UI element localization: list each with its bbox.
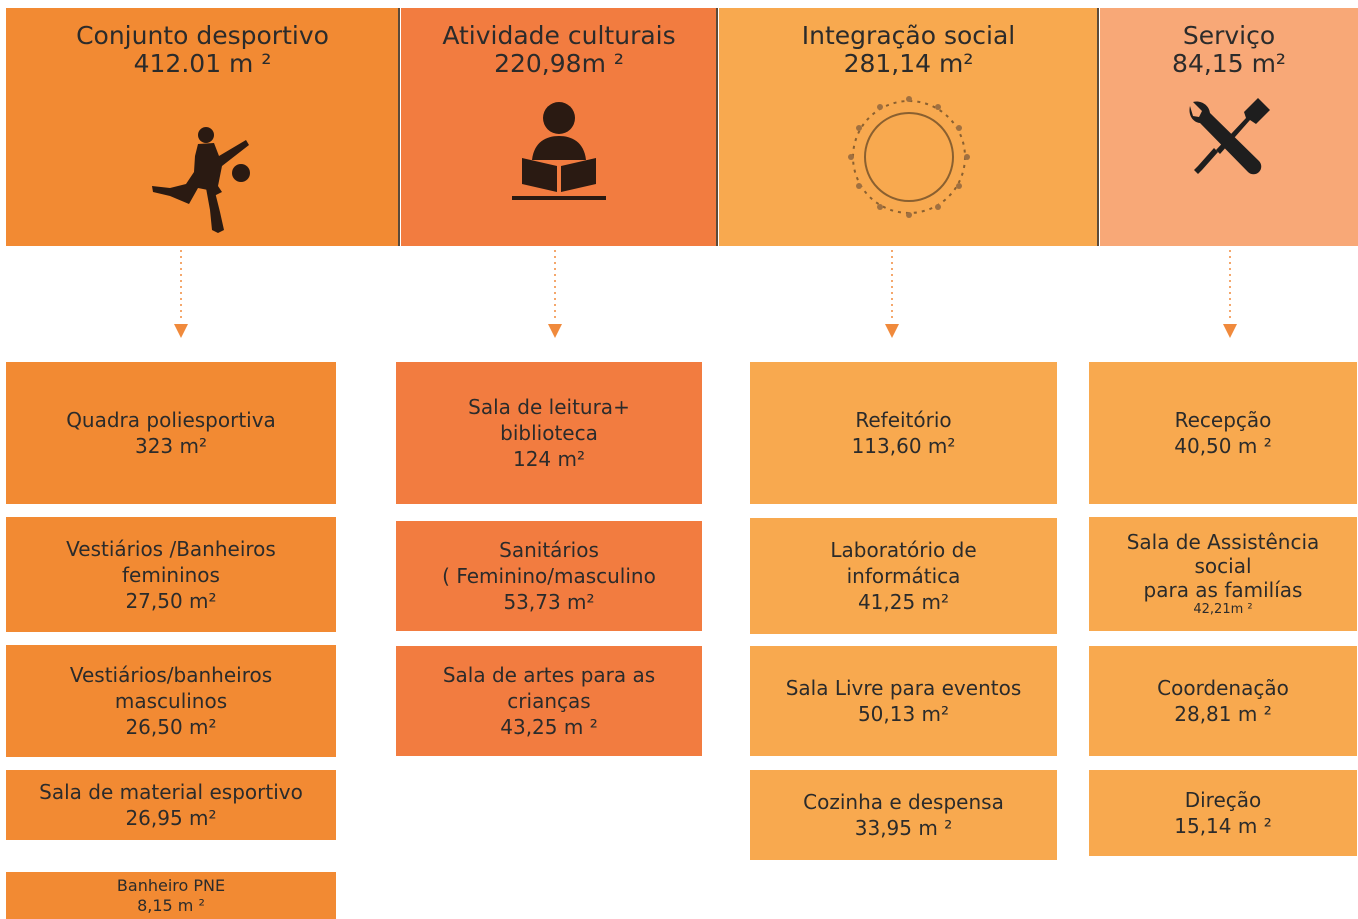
room-box: Sala de material esportivo 26,95 m² bbox=[6, 770, 336, 840]
room-area: 8,15 m ² bbox=[137, 895, 205, 915]
room-name: Refeitório bbox=[855, 408, 952, 432]
room-name: informática bbox=[846, 564, 961, 588]
room-name: Quadra poliesportiva bbox=[66, 408, 276, 432]
room-area: 15,14 m ² bbox=[1174, 814, 1272, 838]
room-box: Sala de artes para as crianças 43,25 m ² bbox=[396, 646, 702, 756]
room-box: Sala de leitura+ biblioteca 124 m² bbox=[396, 362, 702, 504]
room-box: Quadra poliesportiva 323 m² bbox=[6, 362, 336, 504]
room-name: Sala de material esportivo bbox=[39, 780, 303, 804]
header-integracao-social: Integração social 281,14 m² bbox=[719, 8, 1098, 246]
room-name: Cozinha e despensa bbox=[803, 790, 1004, 814]
room-box: Banheiro PNE 8,15 m ² bbox=[6, 872, 336, 919]
room-area: 26,50 m² bbox=[125, 715, 217, 739]
header-area: 412.01 m ² bbox=[133, 49, 272, 78]
room-box: Coordenação 28,81 m ² bbox=[1089, 646, 1357, 756]
room-box: Cozinha e despensa 33,95 m ² bbox=[750, 770, 1057, 860]
room-name: biblioteca bbox=[500, 421, 598, 445]
room-box: Direção 15,14 m ² bbox=[1089, 770, 1357, 856]
header-title: Atividade culturais bbox=[442, 21, 676, 50]
room-area: 42,21m ² bbox=[1193, 602, 1253, 617]
room-area: 53,73 m² bbox=[503, 590, 595, 614]
header-title: Conjunto desportivo bbox=[76, 21, 329, 50]
room-name: crianças bbox=[507, 689, 591, 713]
room-area: 124 m² bbox=[512, 447, 586, 471]
room-box: Laboratório de informática 41,25 m² bbox=[750, 518, 1057, 634]
header-title: Integração social bbox=[801, 21, 1016, 50]
header-conjunto-desportivo: Conjunto desportivo 412.01 m ² bbox=[6, 8, 399, 246]
room-box: Recepção 40,50 m ² bbox=[1089, 362, 1357, 504]
arrow-down-icon bbox=[548, 250, 562, 338]
header-divider bbox=[398, 8, 400, 246]
room-name: Vestiários /Banheiros bbox=[66, 536, 276, 561]
header-divider bbox=[1097, 8, 1099, 246]
room-area: 113,60 m² bbox=[851, 434, 956, 458]
room-name: Sala de artes para as bbox=[442, 663, 656, 687]
room-area: 33,95 m ² bbox=[854, 816, 953, 840]
soccer-player-icon bbox=[151, 127, 250, 233]
room-name: femininos bbox=[122, 562, 220, 587]
reader-icon bbox=[512, 102, 606, 200]
room-name: masculinos bbox=[114, 689, 228, 713]
arrow-down-icon bbox=[174, 250, 188, 338]
room-name: Coordenação bbox=[1157, 676, 1289, 700]
room-name: ( Feminino/masculino bbox=[442, 564, 656, 588]
header-divider bbox=[716, 8, 718, 246]
room-area: 27,50 m² bbox=[125, 588, 217, 613]
header-title: Serviço bbox=[1182, 21, 1276, 50]
room-box: Refeitório 113,60 m² bbox=[750, 362, 1057, 504]
room-box: Vestiários/banheiros masculinos 26,50 m² bbox=[6, 645, 336, 757]
room-area: 43,25 m ² bbox=[500, 715, 598, 739]
room-box: Sala Livre para eventos 50,13 m² bbox=[750, 646, 1057, 756]
room-box: Sala de Assistência social para as famil… bbox=[1089, 517, 1357, 631]
arrow-down-icon bbox=[1223, 250, 1237, 338]
room-name: social bbox=[1194, 554, 1252, 578]
room-box: Vestiários /Banheiros femininos 27,50 m² bbox=[6, 517, 336, 632]
room-area: 41,25 m² bbox=[857, 590, 950, 614]
room-name: Laboratório de bbox=[830, 538, 977, 562]
arrow-down-icon bbox=[885, 250, 899, 338]
room-name: Recepção bbox=[1174, 408, 1272, 432]
tools-icon bbox=[1189, 98, 1270, 175]
header-area: 84,15 m² bbox=[1172, 49, 1286, 78]
room-name: Sanitários bbox=[499, 538, 599, 562]
room-area: 323 m² bbox=[134, 434, 208, 458]
people-circle-icon bbox=[847, 96, 970, 218]
room-name: Sala Livre para eventos bbox=[785, 676, 1022, 700]
room-name: Sala de leitura+ bbox=[468, 395, 630, 419]
room-area: 26,95 m² bbox=[125, 806, 217, 830]
room-area: 28,81 m ² bbox=[1174, 702, 1272, 726]
header-area: 281,14 m² bbox=[843, 49, 974, 78]
header-servico: Serviço 84,15 m² bbox=[1100, 8, 1358, 246]
header-area: 220,98m ² bbox=[494, 49, 624, 78]
room-area: 50,13 m² bbox=[857, 702, 950, 726]
room-name: Banheiro PNE bbox=[116, 875, 226, 895]
room-area: 40,50 m ² bbox=[1174, 434, 1272, 458]
header-atividade-culturais: Atividade culturais 220,98m ² bbox=[401, 8, 717, 246]
room-name: para as familías bbox=[1143, 578, 1303, 602]
room-name: Direção bbox=[1184, 788, 1262, 812]
room-name: Sala de Assistência bbox=[1126, 530, 1320, 554]
room-name: Vestiários/banheiros bbox=[69, 663, 273, 687]
room-box: Sanitários ( Feminino/masculino 53,73 m² bbox=[396, 521, 702, 631]
